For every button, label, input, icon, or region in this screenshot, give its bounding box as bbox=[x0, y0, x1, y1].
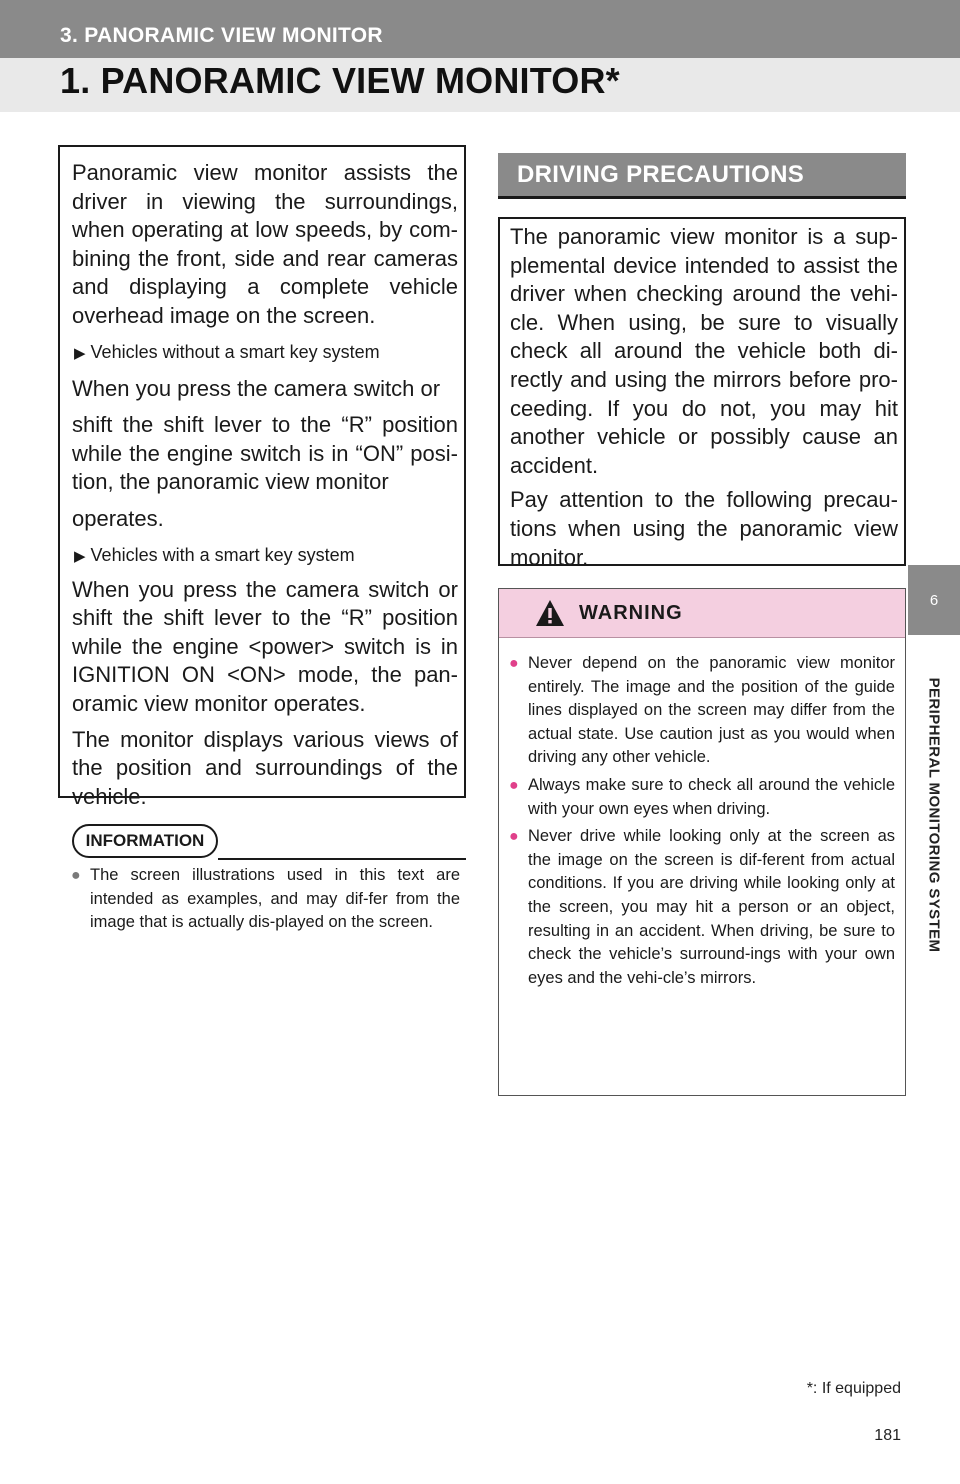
warning-item: ● Never depend on the panoramic view moni… bbox=[509, 652, 895, 770]
section-title: 3. PANORAMIC VIEW MONITOR bbox=[60, 24, 383, 47]
section-bar bbox=[0, 0, 960, 58]
warning-text: Never depend on the panoramic view monit… bbox=[528, 654, 895, 767]
subheading-no-smart-key: ▶Vehicles without a smart key system bbox=[72, 339, 458, 367]
intro-box: Panoramic view monitor assists the drive… bbox=[58, 145, 466, 809]
intro-paragraph: Panoramic view monitor assists the drive… bbox=[72, 160, 458, 328]
bullet-icon: ● bbox=[71, 867, 81, 884]
footnote: *: If equipped bbox=[806, 1380, 901, 1397]
warning-item: ● Always make sure to check all around th… bbox=[509, 774, 895, 821]
intro-paragraph: When you press the camera switch or shif… bbox=[72, 576, 458, 716]
warning-body: ● Never depend on the panoramic view moni… bbox=[499, 638, 905, 990]
triangle-right-icon: ▶ bbox=[74, 547, 86, 565]
information-rule bbox=[218, 858, 466, 860]
warning-triangle-icon bbox=[536, 600, 564, 626]
triangle-right-icon: ▶ bbox=[74, 344, 86, 362]
information-item: ● The screen illustrations used in this t… bbox=[71, 864, 460, 935]
warning-title: WARNING bbox=[579, 601, 683, 624]
page-title: 1. PANORAMIC VIEW MONITOR* bbox=[60, 60, 620, 101]
subheading-text: Vehicles with a smart key system bbox=[90, 544, 355, 565]
warning-text: Always make sure to check all around the… bbox=[528, 775, 895, 818]
chapter-label: PERIPHERAL MONITORING SYSTEM bbox=[925, 677, 943, 953]
bullet-icon: ● bbox=[509, 828, 519, 846]
precautions-paragraph: Pay attention to the following precau-ti… bbox=[510, 487, 898, 570]
warning-header: WARNING bbox=[499, 589, 905, 638]
intro-paragraph: When you press the camera switch or bbox=[72, 375, 441, 401]
bullet-icon: ● bbox=[509, 776, 519, 794]
chapter-number: 6 bbox=[929, 591, 939, 609]
information-label: INFORMATION bbox=[72, 824, 218, 858]
page-number: 181 bbox=[874, 1427, 901, 1444]
warning-text: Never drive while looking only at the sc… bbox=[528, 827, 895, 987]
driving-precautions-heading: DRIVING PRECAUTIONS bbox=[498, 153, 906, 199]
intro-paragraph: operates. bbox=[72, 505, 164, 531]
driving-precautions-box: The panoramic view monitor is a sup-plem… bbox=[498, 217, 906, 570]
subheading-text: Vehicles without a smart key system bbox=[90, 341, 380, 362]
precautions-paragraph: The panoramic view monitor is a sup-plem… bbox=[510, 224, 898, 478]
information-text: The screen illustrations used in this te… bbox=[90, 866, 460, 932]
subheading-smart-key: ▶Vehicles with a smart key system bbox=[72, 542, 458, 570]
intro-paragraph: The monitor displays various views of th… bbox=[72, 726, 458, 809]
chapter-tab[interactable]: 6 bbox=[908, 565, 960, 635]
bullet-icon: ● bbox=[509, 655, 519, 672]
warning-box: WARNING ● Never depend on the panoramic v… bbox=[498, 588, 906, 1096]
intro-paragraph: shift the shift lever to the “R” positio… bbox=[72, 412, 458, 495]
warning-item: ● Never drive while looking only at the s… bbox=[509, 825, 895, 990]
